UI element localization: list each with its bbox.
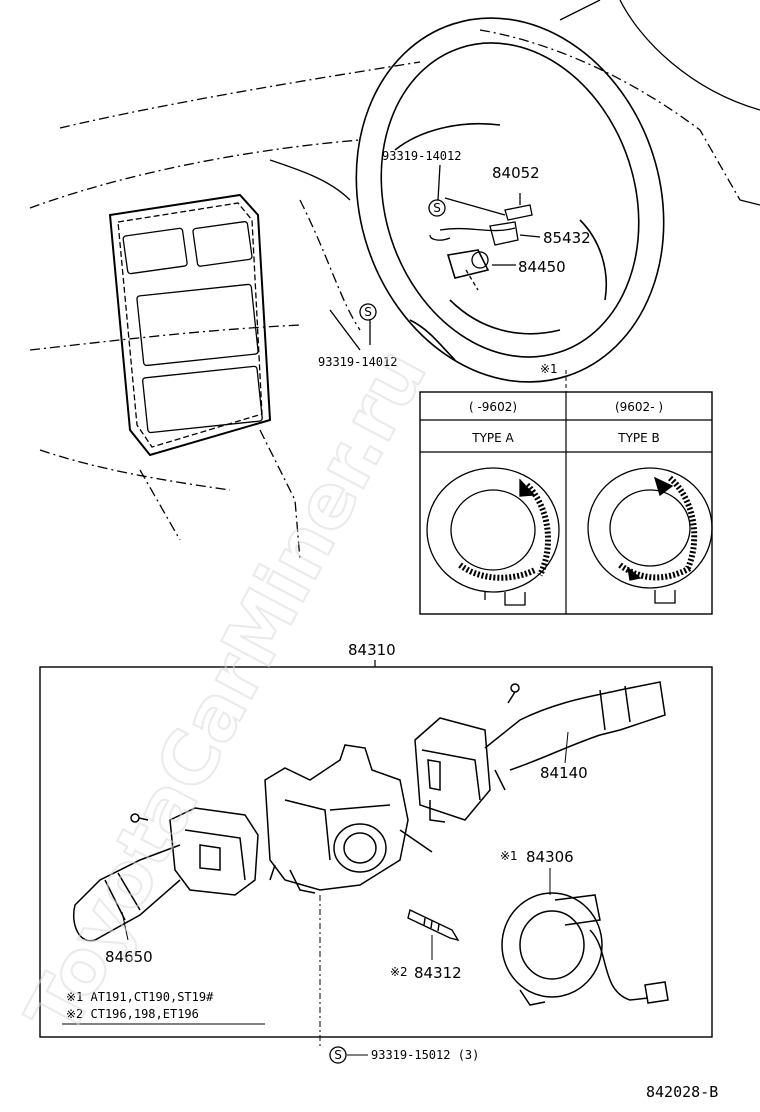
callout-93319-14012-lower: 93319-14012: [318, 355, 397, 369]
callout-84052: 84052: [492, 164, 540, 182]
type-a-date: ( -9602): [469, 400, 517, 414]
callout-84310: 84310: [348, 641, 396, 659]
s-marker-lower: S: [359, 303, 377, 321]
svg-text:S: S: [433, 201, 441, 215]
pin-84312: [407, 909, 460, 942]
callout-93319-14012-upper: 93319-14012: [382, 149, 461, 163]
callout-93319-15012: 93319-15012 (3): [371, 1048, 479, 1062]
callout-84306: 84306: [526, 848, 574, 866]
callout-84306-marker: ※1: [500, 849, 518, 863]
callout-84140: 84140: [540, 764, 588, 782]
lever-84650: [73, 807, 259, 942]
svg-text:S: S: [334, 1048, 342, 1062]
callout-84312: 84312: [414, 964, 462, 982]
callout-85432: 85432: [543, 229, 591, 247]
callout-84312-marker: ※2: [390, 965, 408, 979]
type-a-label: TYPE A: [471, 431, 514, 445]
type-a-spiral-cable: [426, 467, 560, 606]
dashboard-illustration: [29, 0, 760, 561]
note-marker-1: ※1: [540, 362, 558, 376]
combination-switch-body: [264, 744, 433, 894]
spiral-cable-84306: [501, 892, 669, 1006]
type-b-label: TYPE B: [617, 431, 660, 445]
callout-84650: 84650: [105, 948, 153, 966]
type-table: ( -9602) (9602- ) TYPE A TYPE B: [419, 370, 713, 615]
watermark-text: ToyotaCarMiner.ru: [10, 336, 444, 1049]
upper-parts: [369, 164, 541, 345]
assembly-box: [39, 666, 713, 1038]
s-marker-bottom: S: [329, 1046, 347, 1064]
lever-84140: [414, 681, 666, 823]
diagram-code: 842028-B: [646, 1083, 718, 1101]
type-b-date: (9602- ): [615, 400, 663, 414]
s-marker-upper: S: [428, 199, 446, 217]
footnote-2: ※2 CT196,198,ET196: [66, 1007, 199, 1021]
type-b-spiral-cable: [587, 467, 713, 604]
callout-84450: 84450: [518, 258, 566, 276]
steering-wheel: [355, 17, 665, 383]
svg-text:S: S: [364, 305, 372, 319]
footnote-1: ※1 AT191,CT190,ST19#: [66, 990, 214, 1004]
